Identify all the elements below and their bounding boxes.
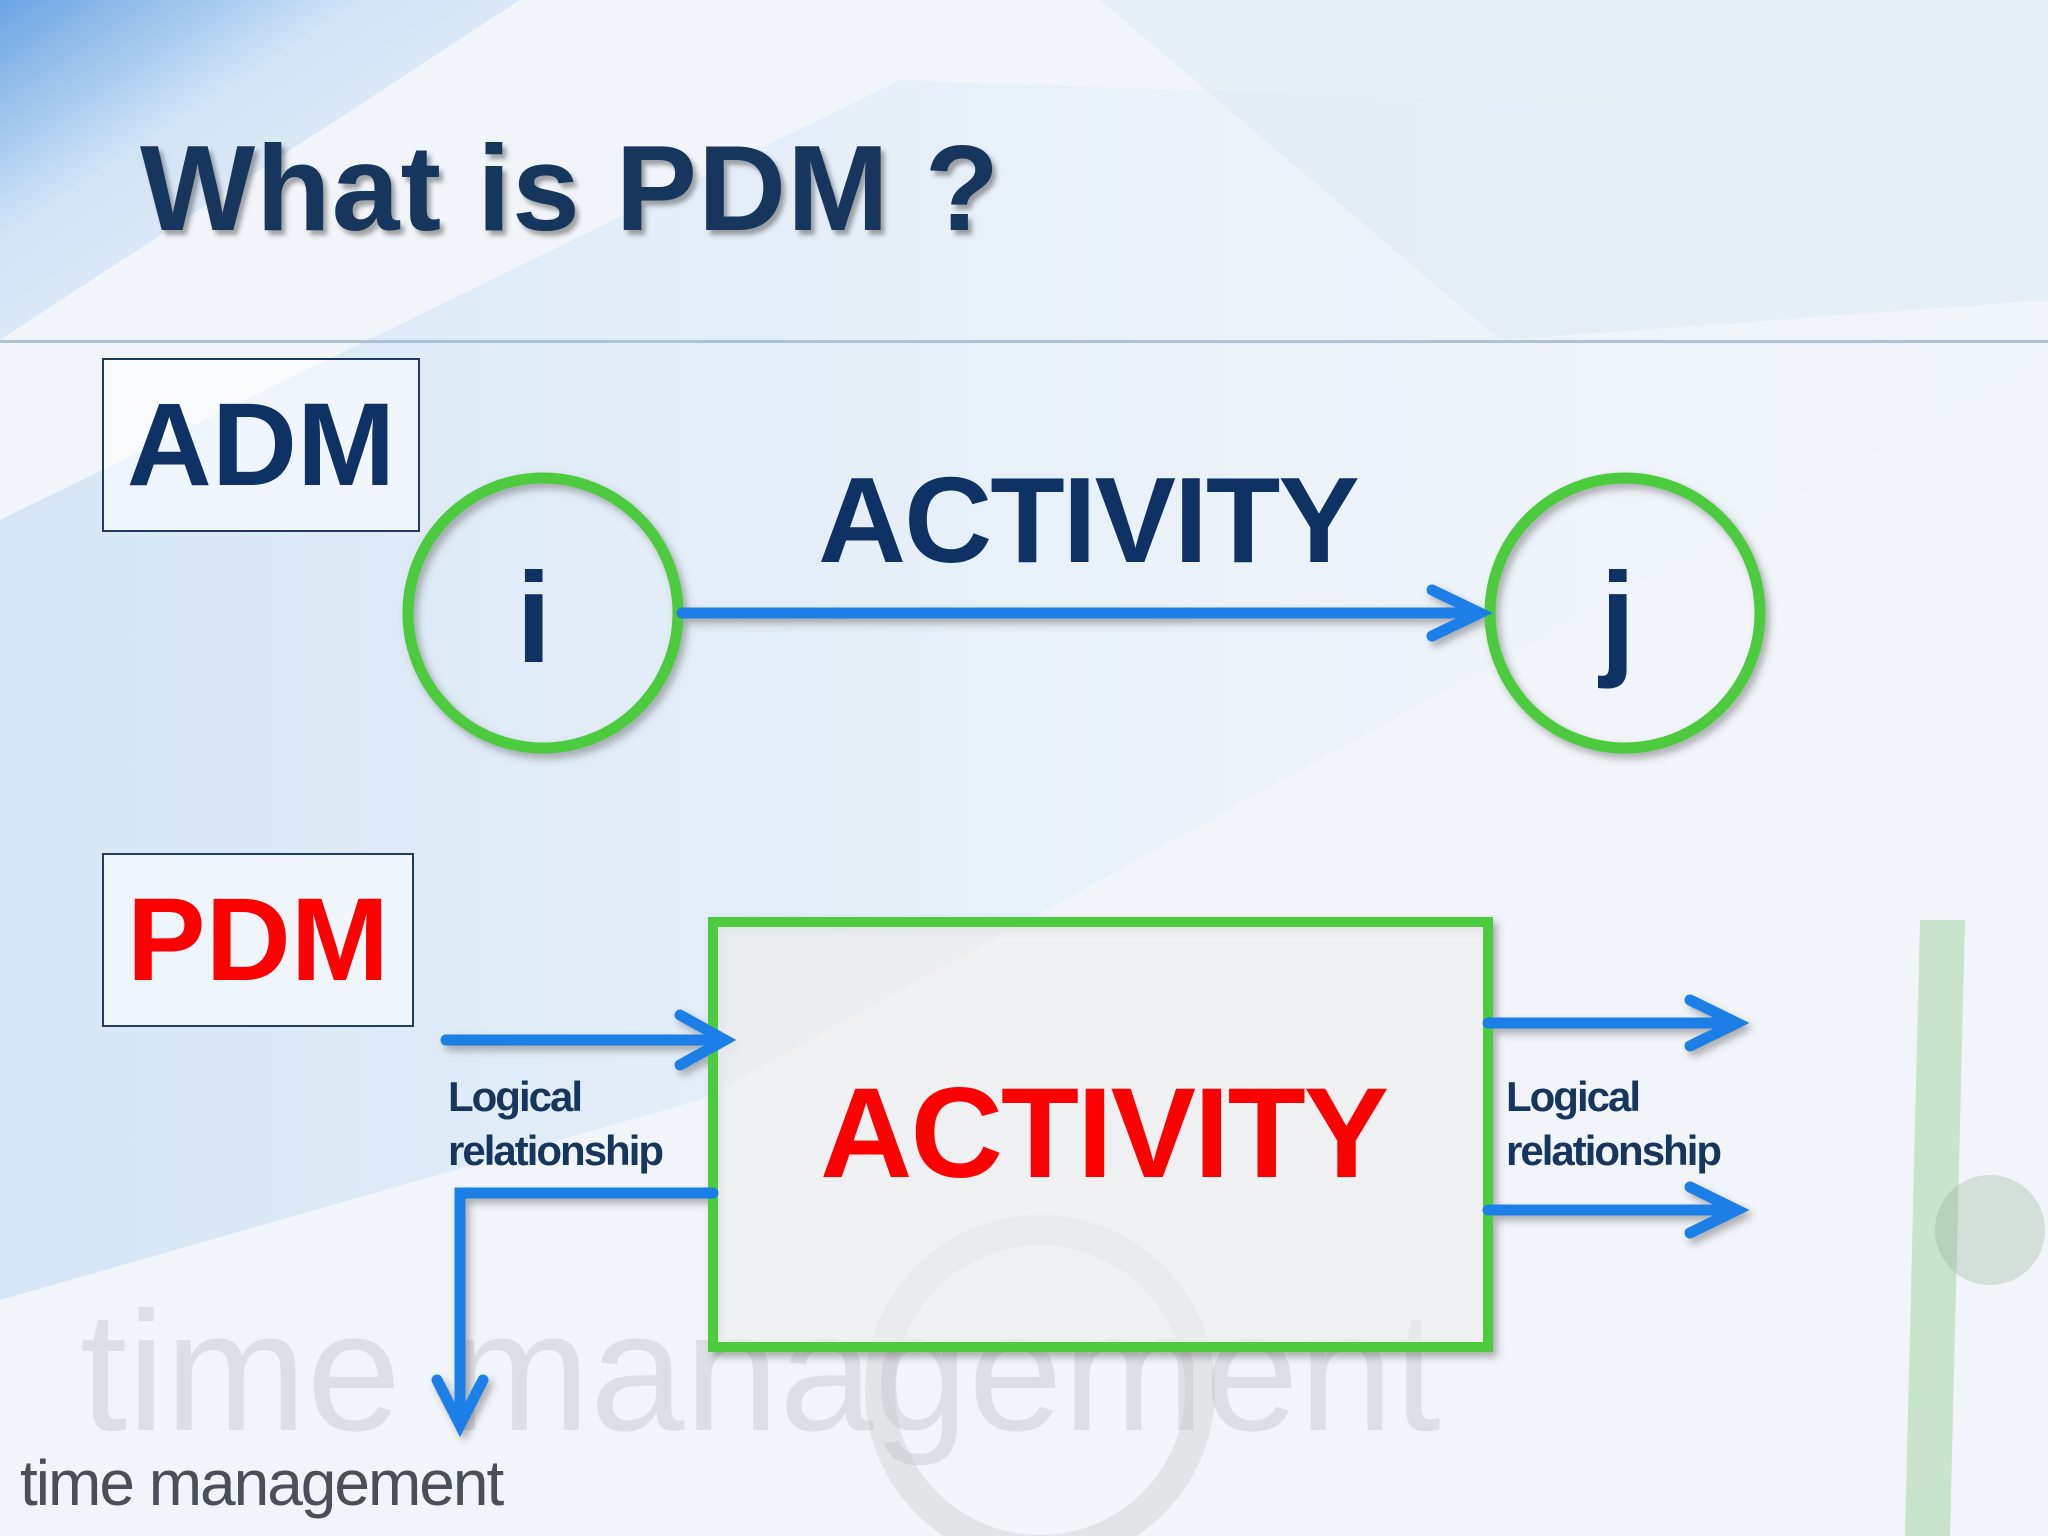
- outgoing-down-arrow: [431, 1187, 719, 1438]
- right-relationship-line-1: Logical: [1506, 1073, 1641, 1120]
- pdm-activity-box: [708, 917, 1493, 1352]
- footer-brand: time management: [20, 1447, 504, 1519]
- right-relationship-label: Logical relationship: [1506, 1070, 1722, 1178]
- adm-activity-label: ACTIVITY: [818, 452, 1360, 588]
- node-i-label: i: [516, 547, 552, 690]
- left-relationship-line-1: Logical: [448, 1073, 583, 1120]
- pdm-label-box: PDM: [102, 853, 414, 1027]
- slide-title: What is PDM ?: [140, 120, 1001, 256]
- outgoing-right-arrow-top: [1482, 994, 1750, 1052]
- adm-label-box: ADM: [102, 358, 420, 532]
- left-relationship-line-2: relationship: [448, 1127, 664, 1174]
- incoming-relationship-arrow: [440, 1009, 737, 1071]
- right-relationship-line-2: relationship: [1506, 1127, 1722, 1174]
- adm-activity-arrow: [676, 584, 1493, 642]
- outgoing-right-arrow-bottom: [1482, 1181, 1750, 1239]
- node-j-label: j: [1600, 547, 1636, 690]
- left-relationship-label: Logical relationship: [448, 1070, 664, 1178]
- pdm-activity-label: ACTIVITY: [820, 1062, 1389, 1205]
